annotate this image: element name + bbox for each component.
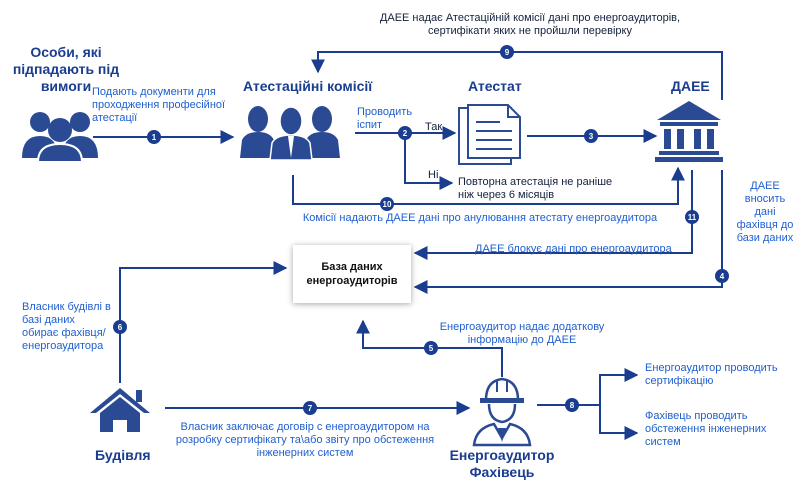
arrow-6: [119, 261, 288, 383]
auditor-heading: Енергоаудитор Фахівець: [449, 447, 555, 480]
arrow-10: [292, 166, 685, 205]
step-badge-11: 11: [685, 210, 699, 224]
step-badge-5: 5: [424, 341, 438, 355]
step-badge-2: 2: [398, 126, 412, 140]
arrow-2-no: [404, 133, 454, 190]
building-heading: Будівля: [95, 447, 151, 463]
step-badge-7: 7: [303, 401, 317, 415]
step-badge-9: 9: [500, 45, 514, 59]
arrow-9: [311, 51, 723, 100]
step-4-note: ДАЕЕ вносить дані фахівця до бази даних: [736, 180, 794, 244]
step-1-note: Подають документи для проходження профес…: [92, 86, 226, 124]
database-box: База даних енергоаудиторів: [293, 245, 411, 303]
arrow-8-a: [599, 368, 639, 405]
arrow-8-b: [599, 405, 639, 440]
commissions-heading: Атестаційні комісії: [243, 78, 373, 94]
step-badge-8: 8: [565, 398, 579, 412]
step-badge-3: 3: [584, 129, 598, 143]
arrow-11: [413, 170, 693, 260]
step-badge-10: 10: [380, 197, 394, 211]
step-2-yes-label: Так: [425, 121, 443, 133]
step-8a-note: Енергоаудитор проводить сертифікацію: [645, 362, 778, 387]
government-building-icon: [655, 101, 723, 162]
step-10-note: Комісії надають ДАЕЕ дані про анулювання…: [302, 212, 658, 224]
step-2-note: Проводить іспит: [357, 106, 413, 131]
step-2-no-result: Повторна атестація не раніше ніж через 6…: [458, 176, 613, 201]
step-8b-note: Фахівець проводить обстеження інженерних…: [645, 410, 767, 448]
engineer-helmet-icon: [472, 377, 532, 447]
step-badge-6: 6: [113, 320, 127, 334]
step-badge-1: 1: [147, 130, 161, 144]
persons-heading: Особи, які підпадають під вимоги: [12, 44, 120, 94]
step-2-no-label: Ні: [428, 169, 439, 181]
certificate-heading: Атестат: [468, 78, 522, 94]
document-icon: [458, 104, 521, 165]
step-11-note: ДАЕЕ блокує дані про енергоаудитора: [475, 243, 672, 255]
step-9-note: ДАЕЕ надає Атестаційній комісії дані про…: [379, 12, 681, 37]
step-6-note: Власник будівлі в базі даних обирає фахі…: [22, 301, 111, 352]
step-5-note: Енергоаудитор надає додаткову інформацію…: [439, 321, 605, 346]
house-icon: [90, 388, 150, 432]
daee-heading: ДАЕЕ: [671, 78, 710, 94]
database-label: База даних енергоаудиторів: [306, 261, 398, 287]
people-group-icon: [22, 112, 98, 163]
step-7-note: Власник заключає договір с енергоаудитор…: [175, 421, 435, 459]
business-people-icon: [240, 106, 340, 161]
arrow-4: [413, 170, 723, 294]
step-badge-4: 4: [715, 269, 729, 283]
